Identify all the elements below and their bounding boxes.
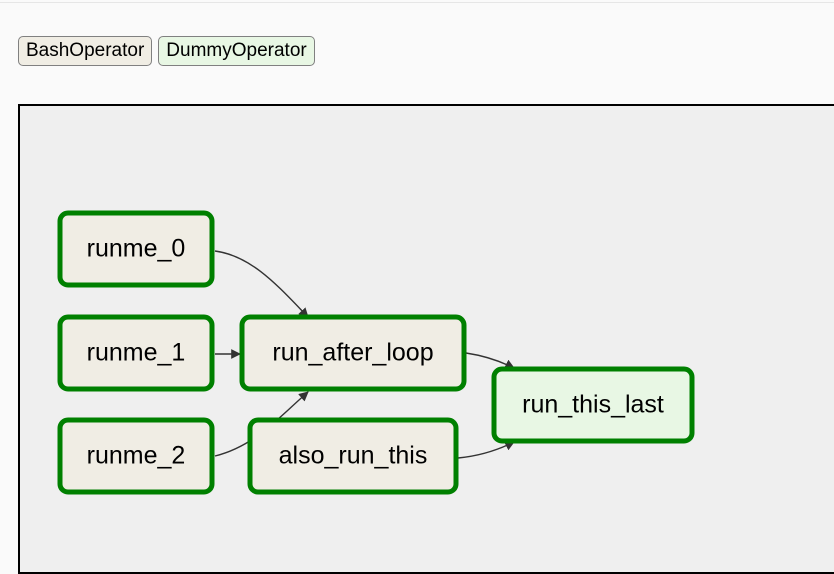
- task-node-run-this-last[interactable]: run_this_last: [491, 366, 695, 444]
- task-node-label: run_after_loop: [272, 339, 433, 367]
- task-node-label: runme_0: [87, 235, 186, 263]
- task-node-also-run-this[interactable]: also_run_this: [247, 417, 459, 495]
- task-node-runme-0[interactable]: runme_0: [57, 210, 215, 288]
- task-node-box[interactable]: [57, 417, 215, 495]
- edge-run-after-loop-to-run-this-last: [465, 352, 515, 369]
- task-node-runme-2[interactable]: runme_2: [57, 417, 215, 495]
- legend-bash-operator[interactable]: BashOperator: [18, 36, 153, 66]
- task-node-box[interactable]: [247, 417, 459, 495]
- task-node-label: also_run_this: [279, 442, 428, 470]
- task-node-label: run_this_last: [522, 391, 664, 419]
- task-node-box[interactable]: [57, 210, 215, 288]
- task-node-runme-1[interactable]: runme_1: [57, 314, 215, 392]
- task-node-box[interactable]: [239, 314, 467, 392]
- top-divider: [0, 2, 834, 3]
- task-node-label: runme_2: [87, 442, 186, 470]
- operator-legend: BashOperator DummyOperator: [18, 36, 315, 66]
- dag-graph-canvas[interactable]: runme_0 runme_1 runme_2 run_after_loop also_…: [18, 104, 834, 574]
- edge-also-run-this-to-run-this-last: [457, 441, 515, 459]
- edge-runme-0-to-run-after-loop: [214, 250, 309, 318]
- task-node-label: runme_1: [87, 339, 186, 367]
- dag-graph: runme_0 runme_1 runme_2 run_after_loop also_…: [57, 210, 695, 495]
- task-node-run-after-loop[interactable]: run_after_loop: [239, 314, 467, 392]
- task-node-box[interactable]: [57, 314, 215, 392]
- task-node-box[interactable]: [491, 366, 695, 444]
- legend-dummy-operator[interactable]: DummyOperator: [158, 36, 315, 66]
